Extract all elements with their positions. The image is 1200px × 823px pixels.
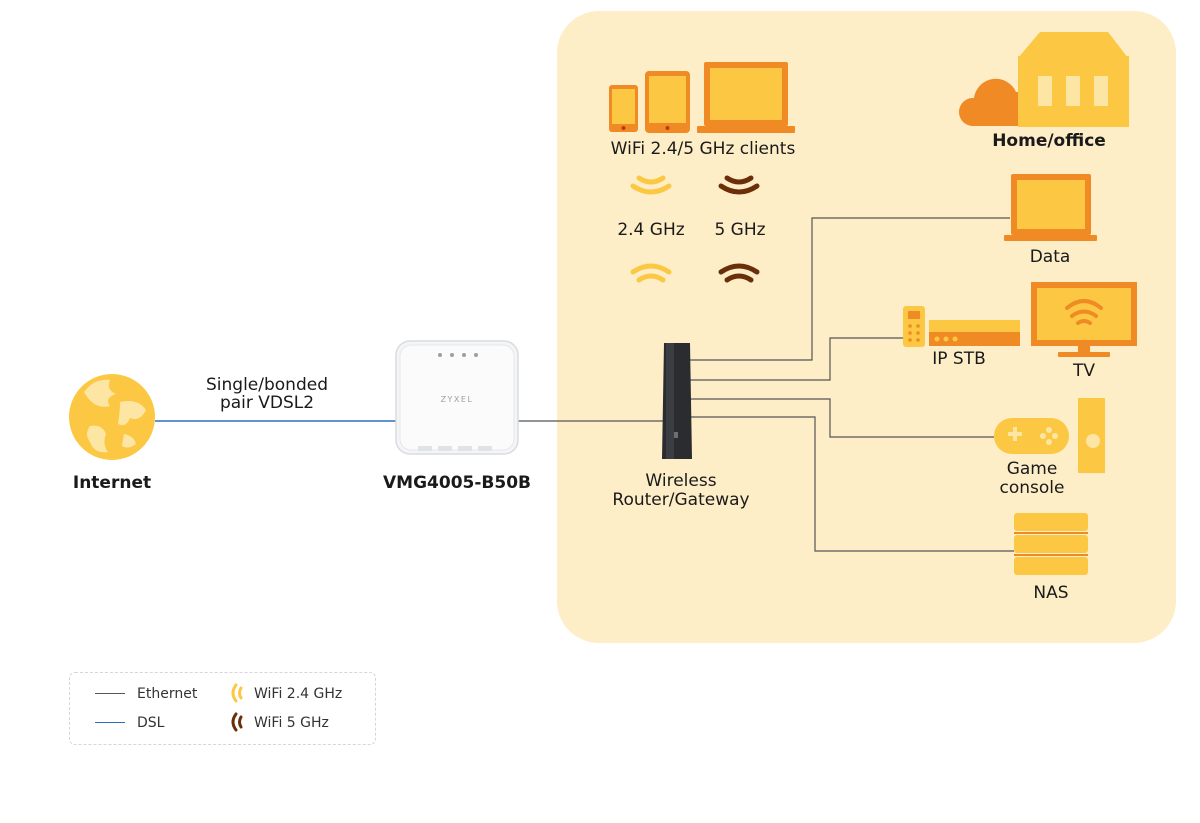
legend <box>69 672 376 745</box>
legend-ethernet-line <box>95 693 125 694</box>
set-top-box-icon <box>929 320 1020 346</box>
router-label-line1: Wireless <box>645 471 717 491</box>
legend-ethernet-label: Ethernet <box>137 686 198 702</box>
game-console-label-line1: Game <box>1006 459 1058 479</box>
band-5-label: 5 GHz <box>714 220 766 240</box>
gamepad-icon <box>994 418 1069 454</box>
legend-dsl-line <box>95 722 125 723</box>
router-label: Wireless Router/Gateway <box>612 472 749 510</box>
ethernet-links <box>690 217 1014 552</box>
dsl-link-label: Single/bonded pair VDSL2 <box>206 376 328 412</box>
server-icon <box>1014 513 1088 575</box>
ethernet-to-nas <box>690 416 1014 552</box>
game-console-label: Game console <box>1000 460 1065 498</box>
ethernet-to-data <box>690 217 1010 361</box>
globe-icon <box>69 374 155 460</box>
console-icon <box>1078 398 1105 473</box>
data-laptop-icon <box>1004 174 1097 241</box>
clients-label: WiFi 2.4/5 GHz clients <box>610 139 796 159</box>
nas-label: NAS <box>1033 583 1069 603</box>
router-icon <box>662 343 692 459</box>
legend-wifi5-label: WiFi 5 GHz <box>254 715 329 731</box>
remote-icon <box>903 306 925 347</box>
internet-label: Internet <box>72 473 152 493</box>
cloud-icon <box>958 78 1037 126</box>
router-label-line2: Router/Gateway <box>612 490 750 510</box>
home-office-label: Home/office <box>992 131 1106 151</box>
legend-dsl-label: DSL <box>137 715 165 731</box>
modem-label: VMG4005-B50B <box>383 473 531 493</box>
legend-wifi5-icon <box>231 712 243 732</box>
dsl-link-label-line2: pair VDSL2 <box>219 393 315 413</box>
game-console-label-line2: console <box>999 478 1065 498</box>
tv-label: TV <box>1072 361 1096 381</box>
laptop-icon <box>697 62 795 133</box>
ip-stb-label: IP STB <box>932 349 986 369</box>
phone-icon <box>609 85 638 132</box>
legend-wifi24-icon <box>231 683 243 703</box>
modem-icon: ZYXEL <box>395 340 519 455</box>
tv-icon <box>1031 282 1137 357</box>
ethernet-to-stb <box>690 337 906 381</box>
band-24-label: 2.4 GHz <box>617 220 685 240</box>
building-icon <box>1018 32 1129 127</box>
dsl-link-label-line1: Single/bonded <box>206 375 328 395</box>
wifi-icon <box>630 175 760 283</box>
tablet-icon <box>645 71 690 133</box>
legend-wifi24-label: WiFi 2.4 GHz <box>254 686 343 702</box>
ethernet-to-game <box>690 398 994 438</box>
modem-brand: ZYXEL <box>441 395 474 404</box>
data-label: Data <box>1029 247 1071 267</box>
